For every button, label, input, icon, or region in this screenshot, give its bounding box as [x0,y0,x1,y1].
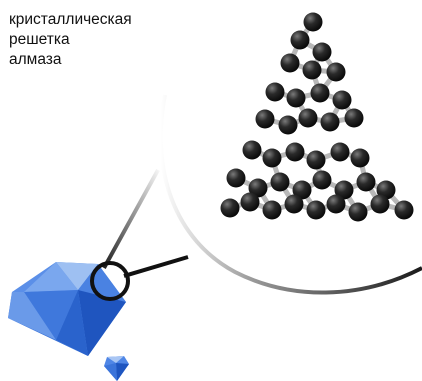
lattice-atom [290,30,310,50]
lattice-atom [240,192,260,212]
lattice-atom [310,83,330,103]
lattice-atom [306,200,326,220]
lattice-atom [286,88,306,108]
lattice-atom [350,148,370,168]
lattice-atom [265,82,285,102]
lattice-atom [302,60,322,80]
lattice-atom [326,194,346,214]
lattice-atom [312,170,332,190]
lattice-atom [356,172,376,192]
lattice-atom [303,12,323,32]
diamond-gem-icon [8,262,126,356]
lattice-atom [270,172,290,192]
lattice-atom [220,198,240,218]
lattice-atom [394,200,414,220]
lattice-atom [262,148,282,168]
lattice-atom [248,178,268,198]
lattice-atom [284,194,304,214]
lattice-atom [320,112,340,132]
lattice-atom [298,108,318,128]
lattice-atom [312,42,332,62]
caption-line-2: решетка [9,31,70,48]
lattice-atom [348,202,368,222]
lattice-atom [326,62,346,82]
lattice-atom [370,194,390,214]
lattice-atom [334,180,354,200]
lattice-atoms [220,12,414,222]
lattice-atom [242,140,262,160]
lattice-atom [332,90,352,110]
lattice-atom [285,142,305,162]
lattice-atom [278,115,298,135]
diagram-caption: кристаллическая решетка алмаза [9,10,132,70]
caption-line-3: алмаза [9,51,62,68]
lattice-atom [280,53,300,73]
small-diamond-icon [104,356,129,381]
lattice-atom [306,150,326,170]
magnifier-circle-icon [158,94,422,295]
lattice-atom [292,180,312,200]
lattice-atom [255,109,275,129]
zoom-connector-lower [123,255,189,278]
lattice-atom [344,108,364,128]
zoom-connector-upper [102,169,160,269]
lattice-atom [330,142,350,162]
lattice-atom [262,200,282,220]
caption-line-1: кристаллическая [9,11,132,28]
small-magnifier-circle [90,261,130,301]
lattice-atom [226,168,246,188]
